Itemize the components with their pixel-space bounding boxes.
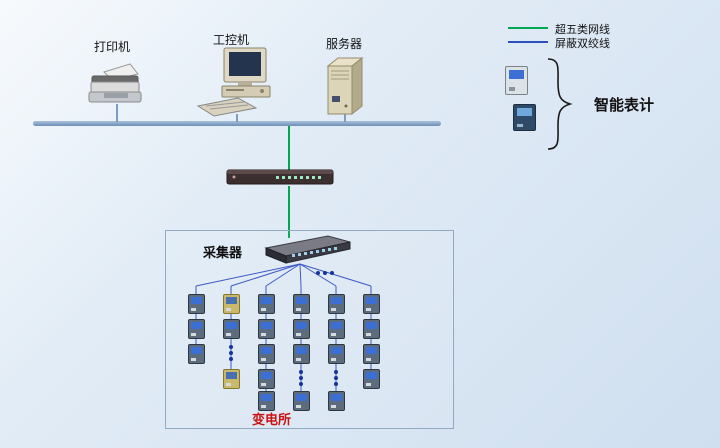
meter-icon: [223, 294, 240, 314]
meter-icon: [328, 319, 345, 339]
meter-icon: [328, 391, 345, 411]
printer-icon: [88, 63, 142, 103]
smart-meter-icon-b: [513, 104, 536, 131]
ellipsis-dots-vertical: [299, 370, 303, 374]
meter-icon: [188, 294, 205, 314]
meter-icon: [293, 319, 310, 339]
meter-icon: [363, 319, 380, 339]
ellipsis-dots-horizontal: [316, 271, 320, 275]
substation-label: 变电所: [252, 412, 292, 427]
ellipsis-dots-vertical: [334, 370, 338, 374]
collector-icon: [264, 235, 351, 264]
meter-icon: [223, 319, 240, 339]
brace-icon: [547, 58, 573, 150]
meter-icon: [328, 344, 345, 364]
server-drop-line: [344, 112, 346, 122]
meter-icon: [293, 391, 310, 411]
meter-icon: [293, 344, 310, 364]
ethernet-bus-line: [33, 121, 441, 126]
legend-twisted-pair-line: [508, 41, 548, 43]
server-label: 服务器: [326, 37, 363, 51]
meter-icon: [258, 391, 275, 411]
smart-meters-label: 智能表计: [594, 97, 655, 114]
legend-cat5e-label: 超五类网线: [555, 24, 610, 36]
printer-drop-line: [116, 104, 118, 122]
printer-label: 打印机: [94, 40, 131, 54]
meter-icon: [258, 319, 275, 339]
meter-icon: [363, 369, 380, 389]
ipc-label: 工控机: [213, 33, 250, 47]
meter-icon: [328, 294, 345, 314]
smart-meter-icon-a: [505, 66, 528, 95]
cat5e-line-switch-to-collector: [288, 186, 290, 238]
meter-icon: [258, 344, 275, 364]
meter-icon: [363, 294, 380, 314]
ipc-drop-line: [236, 114, 238, 122]
meter-icon: [223, 369, 240, 389]
meter-icon: [293, 294, 310, 314]
industrial-pc-icon: [196, 47, 271, 117]
meter-icon: [363, 344, 380, 364]
collector-label: 采集器: [203, 245, 243, 260]
legend-cat5e-line: [508, 27, 548, 29]
legend-twisted-pair-label: 屏蔽双绞线: [555, 38, 610, 50]
meter-icon: [188, 319, 205, 339]
server-icon: [326, 56, 364, 116]
cat5e-line-bus-to-switch: [288, 126, 290, 170]
meter-icon: [258, 294, 275, 314]
switch-icon: [226, 169, 334, 185]
meter-icon: [258, 369, 275, 389]
ellipsis-dots-vertical: [229, 345, 233, 349]
meter-icon: [188, 344, 205, 364]
